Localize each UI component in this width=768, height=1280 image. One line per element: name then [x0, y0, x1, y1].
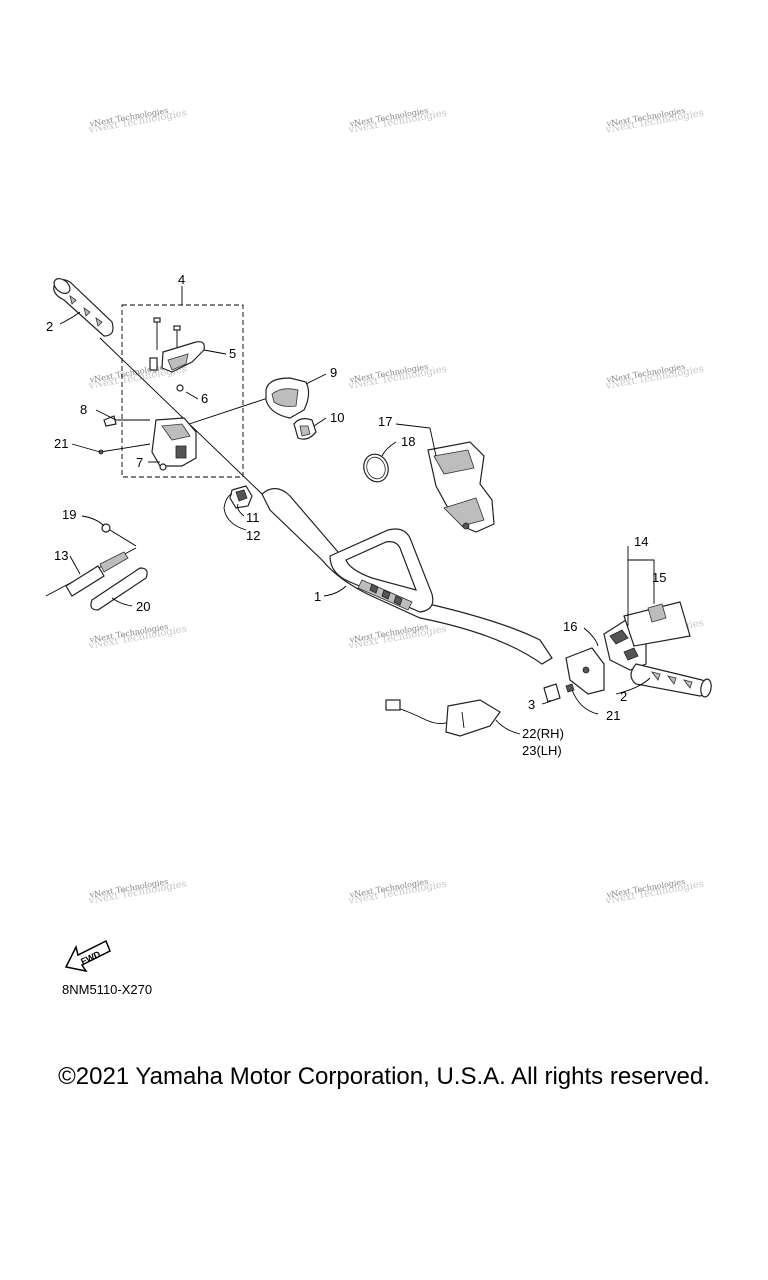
- callout-label: 23(LH): [522, 743, 562, 758]
- grip-heater-22-23: [385, 699, 501, 737]
- diagram-code: 8NM5110-X270: [62, 982, 152, 997]
- callout-label: 13: [54, 548, 68, 563]
- assembly-axis-line: [99, 337, 263, 495]
- callout-label: 2: [620, 689, 627, 704]
- callout-label: 7: [136, 455, 143, 470]
- callout-label: 21: [606, 708, 620, 723]
- callout-labels: 4 2 5 6 8 21 7 9 10 11 12 19 13 20 1 17 …: [46, 272, 666, 758]
- watermark: vNext Technologies vNext Technologies: [604, 877, 705, 907]
- callout-label: 16: [563, 619, 577, 634]
- handlebar: [261, 487, 553, 665]
- watermark: vNext Technologies vNext Technologies: [604, 362, 705, 392]
- callout-label: 5: [229, 346, 236, 361]
- fwd-arrow-icon: FWD: [64, 939, 111, 973]
- callout-label: 2: [46, 319, 53, 334]
- callout-label: 12: [246, 528, 260, 543]
- assembly-4-box: [121, 304, 244, 478]
- watermarks: vNext Technologies vNext Technologies vN…: [87, 106, 705, 907]
- right-switch-14: [603, 601, 691, 671]
- lever-assembly: [149, 317, 205, 392]
- parts-diagram: vNext Technologies vNext Technologies vN…: [45, 106, 712, 997]
- callout-label: 15: [652, 570, 666, 585]
- tube-20: [90, 567, 148, 611]
- right-grip: [630, 663, 712, 698]
- leader-lines: [59, 286, 655, 735]
- callout-label: 18: [401, 434, 415, 449]
- ring-18: [363, 453, 389, 483]
- callout-label: 19: [62, 507, 76, 522]
- part-11-switch: [229, 485, 253, 509]
- callout-label: 20: [136, 599, 150, 614]
- callout-label: 14: [634, 534, 648, 549]
- watermark: vNext Technologies vNext Technologies: [87, 622, 188, 652]
- callout-label: 17: [378, 414, 392, 429]
- throttle-housing: [151, 417, 197, 471]
- callout-label: 11: [246, 510, 260, 525]
- callout-label: 10: [330, 410, 344, 425]
- callout-label: 22(RH): [522, 726, 564, 741]
- switch-housing-9: [265, 377, 310, 419]
- callout-label: 1: [314, 589, 321, 604]
- part-3-collar: [543, 683, 561, 703]
- bracket-16: [565, 647, 605, 695]
- watermark: vNext Technologies vNext Technologies: [87, 106, 188, 136]
- watermark: vNext Technologies vNext Technologies: [347, 877, 448, 907]
- watermark: vNext Technologies vNext Technologies: [347, 622, 448, 652]
- part-10-clamp: [293, 418, 317, 440]
- callout-label: 21: [54, 436, 68, 451]
- callout-label: 4: [178, 272, 185, 287]
- watermark: vNext Technologies vNext Technologies: [87, 877, 188, 907]
- watermark: vNext Technologies vNext Technologies: [604, 106, 705, 136]
- cable-13: [45, 523, 137, 597]
- left-wire-21: [98, 443, 151, 455]
- callout-label: 6: [201, 391, 208, 406]
- left-grip: [53, 278, 114, 337]
- watermark: vNext Technologies vNext Technologies: [347, 362, 448, 392]
- callout-label: 8: [80, 402, 87, 417]
- watermark: vNext Technologies vNext Technologies: [347, 106, 448, 136]
- copyright-notice: ©2021 Yamaha Motor Corporation, U.S.A. A…: [58, 1063, 710, 1090]
- callout-label: 3: [528, 697, 535, 712]
- clamp-17: [427, 441, 495, 533]
- callout-label: 9: [330, 365, 337, 380]
